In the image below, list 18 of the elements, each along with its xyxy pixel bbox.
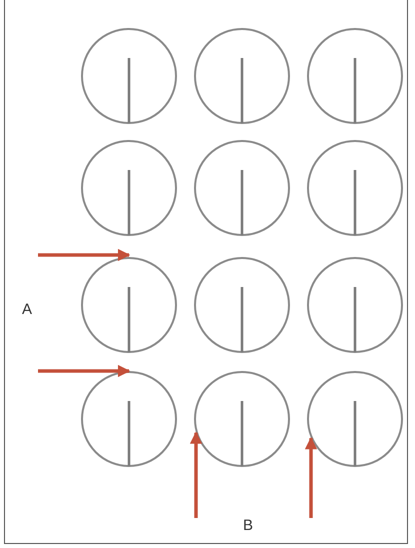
arrow [190, 431, 202, 518]
circle-node [194, 28, 290, 124]
circle-node [307, 140, 403, 236]
circle-node [81, 28, 177, 124]
arrow [304, 436, 318, 518]
arrow [38, 364, 130, 378]
circle-node [307, 257, 403, 353]
circle-node [307, 28, 403, 124]
circle-node [81, 371, 177, 467]
label: B [243, 518, 254, 533]
label: A [22, 302, 32, 317]
circle-node [307, 371, 403, 467]
circle-node [81, 257, 177, 353]
circle-node [194, 371, 290, 467]
arrow [38, 248, 130, 262]
circle-node [194, 257, 290, 353]
circle-node [194, 140, 290, 236]
circle-node [81, 140, 177, 236]
